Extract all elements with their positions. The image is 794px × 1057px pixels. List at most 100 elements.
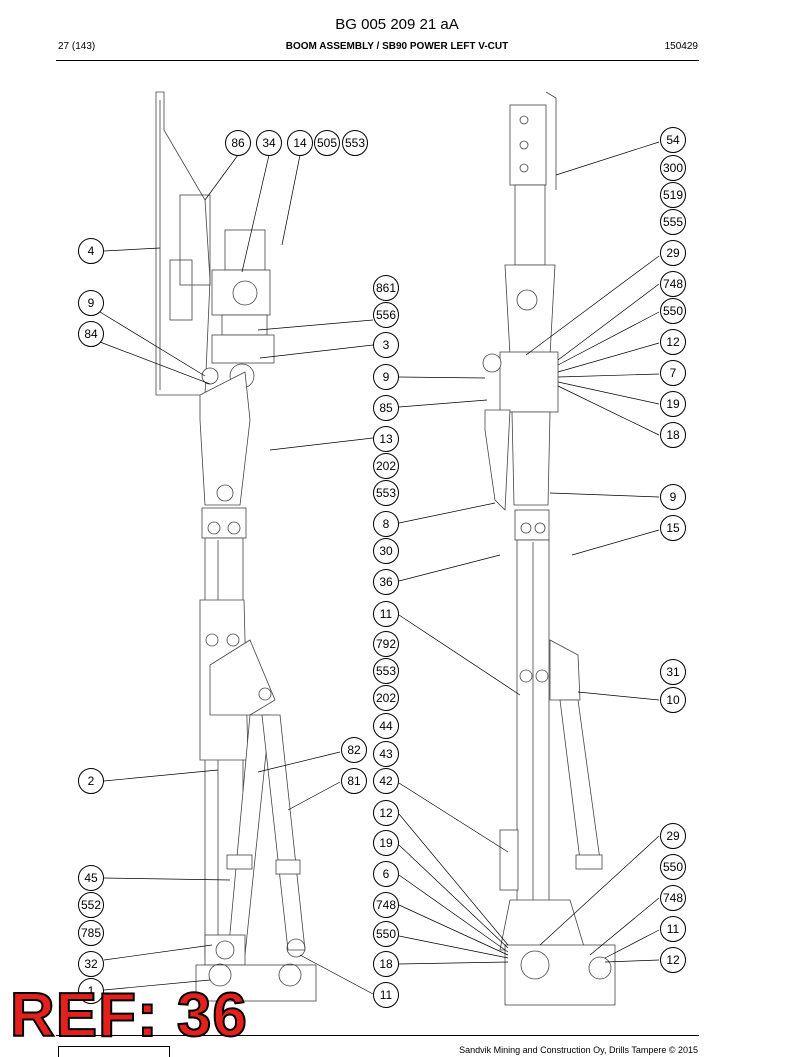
- svg-text:14: 14: [293, 136, 307, 150]
- callout-19-right: 19: [660, 391, 686, 417]
- header-divider: [56, 60, 699, 61]
- callout-15: 15: [660, 515, 686, 541]
- callout-4: 4: [78, 238, 104, 264]
- svg-text:556: 556: [376, 308, 396, 322]
- callout-12: 12: [373, 800, 399, 826]
- callout-11-right: 11: [660, 916, 686, 942]
- callout-550: 550: [373, 921, 399, 947]
- svg-text:34: 34: [262, 136, 276, 150]
- callout-300: 300: [660, 155, 686, 181]
- svg-text:550: 550: [663, 304, 683, 318]
- svg-text:9: 9: [383, 370, 390, 384]
- left-boom-view: [155, 91, 317, 1002]
- callout-32: 32: [78, 951, 104, 977]
- callout-11: 11: [373, 601, 399, 627]
- svg-text:12: 12: [666, 953, 680, 967]
- right-boom-view: [482, 91, 616, 1006]
- callout-45: 45: [78, 865, 104, 891]
- svg-text:29: 29: [666, 829, 680, 843]
- callout-748-low: 748: [660, 885, 686, 911]
- cylinder-rear: [559, 699, 601, 861]
- svg-text:300: 300: [663, 161, 683, 175]
- svg-text:550: 550: [376, 927, 396, 941]
- svg-text:3: 3: [383, 338, 390, 352]
- svg-text:45: 45: [84, 871, 98, 885]
- callout-85: 85: [373, 395, 399, 421]
- callout-19: 19: [373, 830, 399, 856]
- callout-861: 861: [373, 275, 399, 301]
- callout-555: 555: [660, 209, 686, 235]
- drawing-code: 150429: [664, 41, 698, 52]
- svg-text:785: 785: [81, 926, 101, 940]
- svg-text:1: 1: [88, 984, 95, 998]
- svg-text:11: 11: [667, 922, 680, 936]
- rotation-actuator: [224, 229, 266, 271]
- boom-base: [195, 964, 317, 1002]
- svg-text:82: 82: [347, 743, 361, 757]
- mount-plate: [155, 91, 211, 396]
- callout-785: 785: [78, 920, 104, 946]
- svg-text:505: 505: [317, 136, 337, 150]
- svg-text:7: 7: [670, 366, 677, 380]
- page-title: BOOM ASSEMBLY / SB90 POWER LEFT V-CUT: [285, 41, 509, 52]
- callout-12-low: 12: [660, 947, 686, 973]
- svg-text:748: 748: [376, 898, 396, 912]
- callout-505: 505: [314, 130, 340, 156]
- callout-6: 6: [373, 861, 399, 887]
- page-number: 27 (143): [58, 41, 96, 52]
- callout-81: 81: [341, 768, 367, 794]
- svg-text:552: 552: [81, 898, 101, 912]
- callout-748-right: 748: [660, 271, 686, 297]
- callout-792: 792: [373, 631, 399, 657]
- cylinder-right: [261, 714, 306, 951]
- callout-12-right: 12: [660, 329, 686, 355]
- footer-divider: [56, 1035, 699, 1036]
- svg-text:553: 553: [376, 664, 396, 678]
- callout-30: 30: [373, 538, 399, 564]
- svg-text:13: 13: [379, 432, 393, 446]
- svg-text:748: 748: [663, 891, 683, 905]
- leader-lines: [99, 141, 660, 995]
- callout-29-low: 29: [660, 823, 686, 849]
- callout-43: 43: [373, 741, 399, 767]
- callout-7: 7: [660, 360, 686, 386]
- callout-202: 202: [373, 453, 399, 479]
- svg-text:11: 11: [380, 988, 393, 1002]
- callout-1: 1: [78, 978, 104, 1004]
- callout-29: 29: [660, 240, 686, 266]
- company-logo: [58, 1046, 170, 1057]
- svg-text:12: 12: [666, 335, 680, 349]
- callout-553-mid: 553: [373, 480, 399, 506]
- svg-text:9: 9: [670, 490, 677, 504]
- svg-text:32: 32: [84, 957, 98, 971]
- svg-text:36: 36: [379, 575, 393, 589]
- svg-text:202: 202: [376, 691, 396, 705]
- svg-text:18: 18: [666, 428, 680, 442]
- callout-9-right: 9: [660, 484, 686, 510]
- svg-text:8: 8: [383, 517, 390, 531]
- svg-text:861: 861: [376, 281, 396, 295]
- svg-text:44: 44: [379, 719, 393, 733]
- svg-text:748: 748: [663, 277, 683, 291]
- svg-text:11: 11: [380, 607, 393, 621]
- footer-copyright: Sandvik Mining and Construction Oy, Dril…: [459, 1045, 698, 1055]
- callout-553-low: 553: [373, 658, 399, 684]
- svg-text:553: 553: [376, 486, 396, 500]
- callout-36: 36: [373, 569, 399, 595]
- callout-86: 86: [225, 130, 251, 156]
- callout-9: 9: [78, 290, 104, 316]
- callout-748: 748: [373, 892, 399, 918]
- svg-text:42: 42: [379, 774, 393, 788]
- boom-upper-section: [199, 371, 251, 506]
- callout-556: 556: [373, 302, 399, 328]
- callout-553: 553: [342, 130, 368, 156]
- callout-550-low: 550: [660, 854, 686, 880]
- svg-text:43: 43: [379, 747, 393, 761]
- svg-text:81: 81: [347, 774, 361, 788]
- svg-text:29: 29: [666, 246, 680, 260]
- callout-519: 519: [660, 182, 686, 208]
- callout-18: 18: [373, 951, 399, 977]
- callout-550-right: 550: [660, 298, 686, 324]
- svg-text:86: 86: [231, 136, 245, 150]
